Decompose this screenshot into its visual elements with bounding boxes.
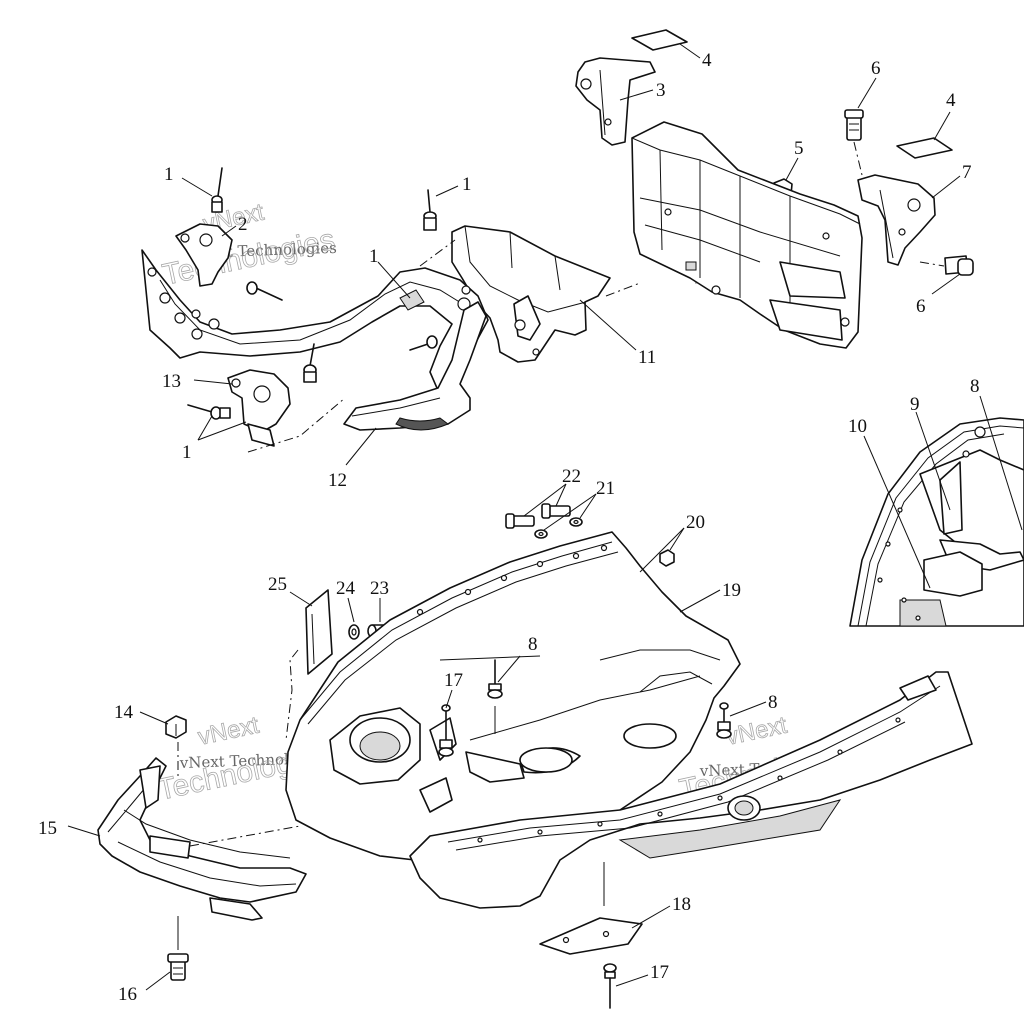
part-rivet-upper (438, 704, 454, 757)
callout-12: 12 (328, 470, 347, 491)
callout-8: 8 (970, 376, 980, 397)
svg-text:vNext: vNext (196, 712, 262, 751)
part-decal-plate-right (896, 137, 953, 159)
callout-3: 3 (656, 80, 666, 101)
part-rivet-lower (603, 963, 617, 1009)
part-bolts-washers-top (505, 503, 583, 539)
part-hood-nose-pan (285, 531, 741, 863)
callout-labels: 1 1 1 1 2 3 4 4 5 6 6 7 8 8 8 9 10 11 12… (38, 50, 980, 1005)
part-bracket-left (575, 57, 656, 146)
part-rivets-hood (487, 659, 732, 739)
part-side-panel (409, 671, 973, 909)
part-rivets-frame (187, 167, 438, 420)
callout-4: 4 (702, 50, 712, 71)
callout-18: 18 (672, 894, 691, 915)
callout-21: 21 (596, 478, 615, 499)
side-panel-holes (477, 717, 901, 843)
callout-1: 1 (164, 164, 174, 185)
part-bolt-side (919, 255, 974, 276)
callout-1: 1 (369, 246, 379, 267)
callout-14: 14 (114, 702, 134, 723)
callout-17: 17 (444, 670, 463, 691)
part-frame-box-right (605, 121, 863, 349)
svg-text:vNext: vNext (724, 712, 790, 751)
callout-8: 8 (528, 634, 538, 655)
callout-24: 24 (336, 578, 356, 599)
callout-11: 11 (638, 347, 656, 368)
callout-20: 20 (686, 512, 705, 533)
callout-5: 5 (794, 138, 804, 159)
callout-7: 7 (962, 162, 972, 183)
part-bumper (97, 757, 307, 950)
callout-1: 1 (462, 174, 472, 195)
inset-view-right (849, 417, 1024, 627)
callout-6: 6 (871, 58, 881, 79)
hood-top-holes (416, 544, 608, 616)
callout-19: 19 (722, 580, 741, 601)
callout-16: 16 (118, 984, 137, 1005)
callout-8: 8 (768, 692, 778, 713)
callout-23: 23 (370, 578, 389, 599)
part-decal-plate-top (631, 29, 688, 51)
callout-1: 1 (182, 442, 192, 463)
callout-13: 13 (162, 371, 181, 392)
callout-25: 25 (268, 574, 287, 595)
callout-6: 6 (916, 296, 926, 317)
callout-2: 2 (238, 214, 248, 235)
callout-9: 9 (910, 394, 920, 415)
part-nut-bumper (165, 715, 187, 780)
callout-22: 22 (562, 466, 581, 487)
inset-holes (877, 507, 921, 621)
part-bracket-lower (227, 369, 346, 453)
part-bolt-bumper (167, 953, 189, 981)
callout-17: 17 (650, 962, 669, 983)
callout-10: 10 (848, 416, 867, 437)
part-skid-plate (539, 862, 643, 955)
callout-15: 15 (38, 818, 57, 839)
part-lower-arm (343, 301, 487, 431)
callout-4: 4 (946, 90, 956, 111)
part-bracket-right (857, 174, 936, 266)
part-bolt-top (844, 109, 864, 176)
part-bracket-upper (175, 223, 233, 287)
leader-lines (67, 43, 1023, 991)
